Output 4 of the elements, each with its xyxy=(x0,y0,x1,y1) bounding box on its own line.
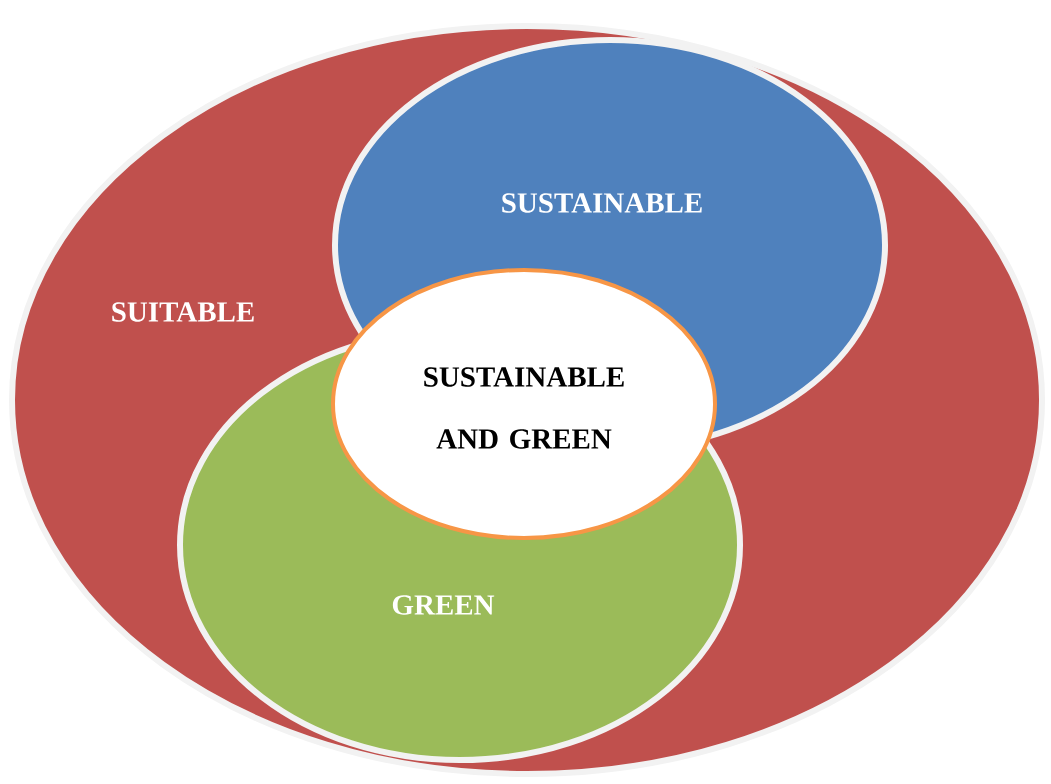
region-label: GREEN xyxy=(392,595,495,615)
region-label: SUSTAINABLE xyxy=(502,193,702,213)
region-label: SUSTAINABLE AND GREEN xyxy=(424,367,624,449)
region-label: SUITABLE xyxy=(112,302,254,322)
